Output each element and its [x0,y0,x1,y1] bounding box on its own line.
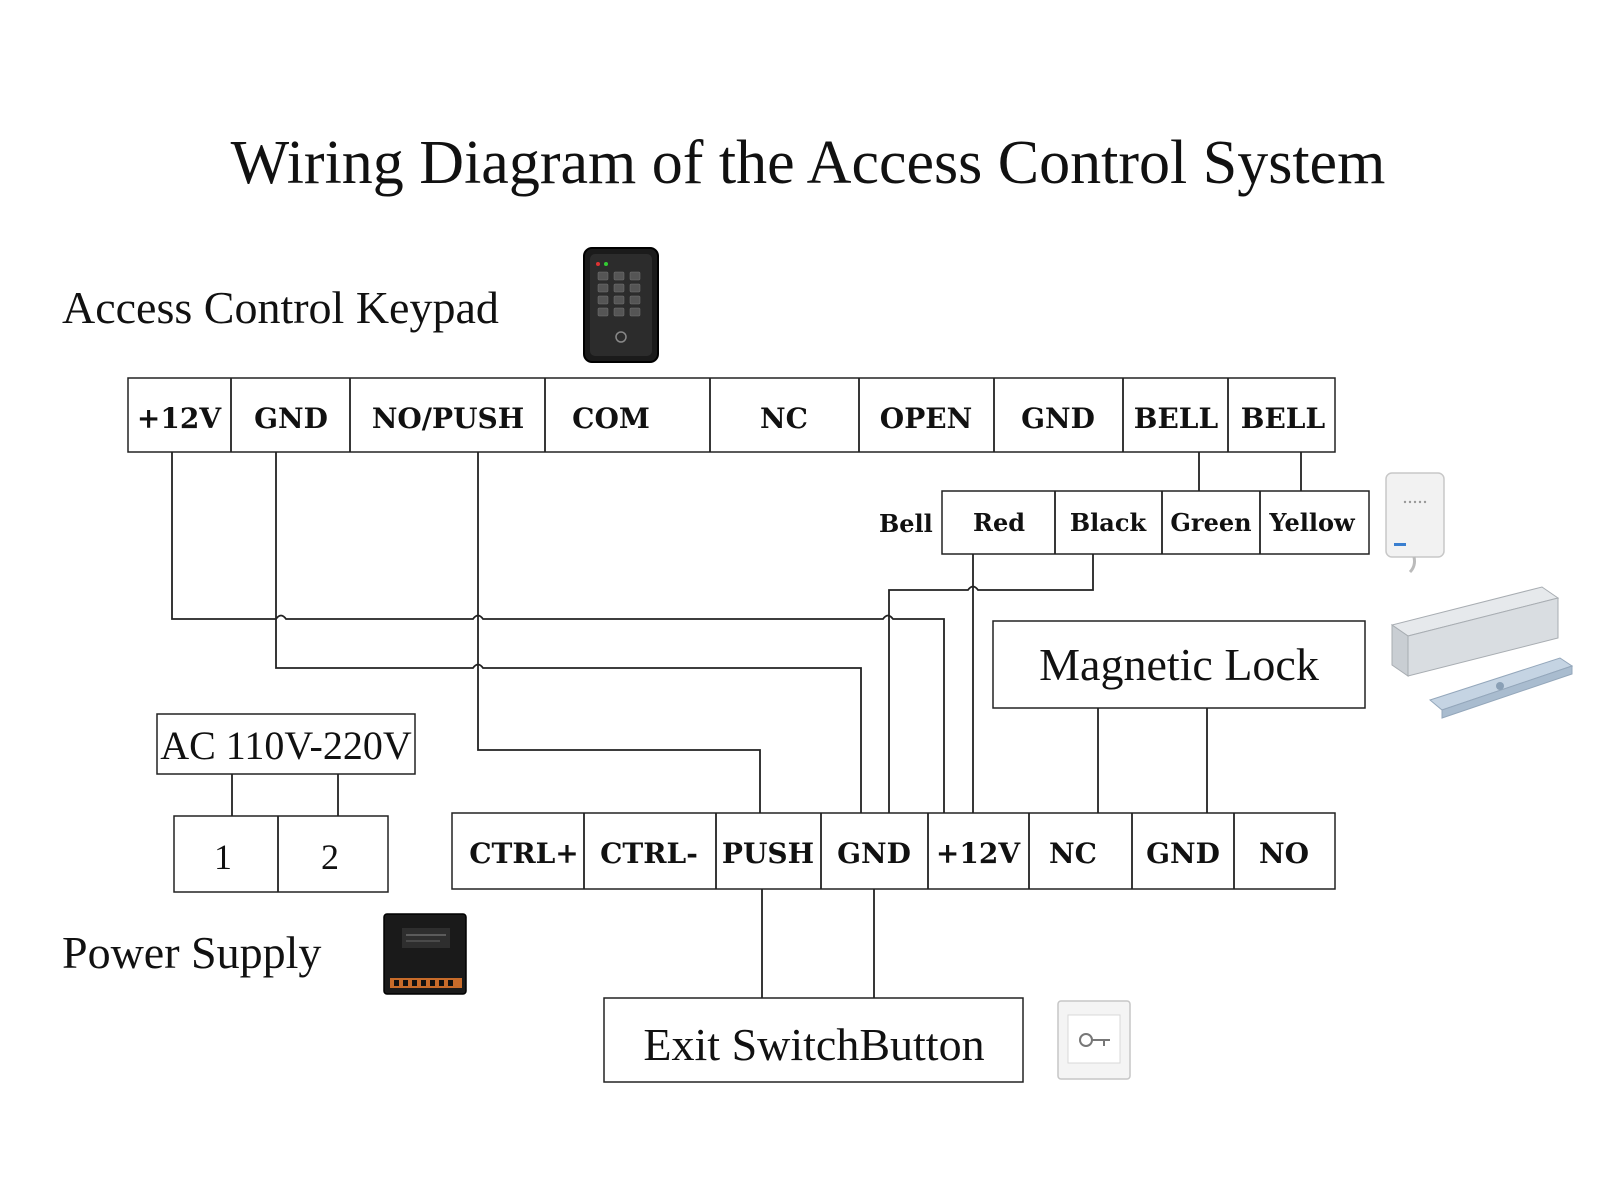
magnetic-lock-icon [1390,586,1574,719]
keypad-terminal-strip: +12V GND NO/PUSH COM NC OPEN GND BELL BE… [127,377,1336,453]
ac-input-box: AC 110V-220V [156,713,416,775]
power-supply-icon [383,913,467,995]
exit-button-icon [1057,1000,1131,1080]
keypad-terminal-12v: +12V [137,402,222,435]
keypad-terminal-gnd: GND [254,402,328,435]
bell-label: Bell [879,509,933,538]
keypad-device-icon [583,247,659,363]
ac-terminal-1: 1 [214,837,232,877]
keypad-terminal-com: COM [572,402,650,435]
ac-terminal-strip: 1 2 [173,815,389,893]
keypad-terminal-bell-1: BELL [1134,402,1219,435]
exit-button-label: Exit SwitchButton [643,1019,984,1070]
ps-terminal-gnd-2: GND [1146,837,1220,870]
power-supply-terminal-strip: CTRL+ CTRL- PUSH GND +12V NC GND NO [451,812,1336,890]
ps-terminal-gnd: GND [837,837,911,870]
power-supply-label: Power Supply [62,927,321,978]
ps-terminal-no: NO [1259,837,1309,870]
ac-input-label: AC 110V-220V [160,723,412,768]
exit-button-box: Exit SwitchButton [603,997,1024,1083]
ps-terminal-12v: +12V [936,837,1021,870]
keypad-terminal-gnd-2: GND [1021,402,1095,435]
magnetic-lock-label: Magnetic Lock [1039,639,1319,690]
keypad-terminal-bell-2: BELL [1241,402,1326,435]
ps-terminal-ctrl-minus: CTRL- [600,837,698,870]
bell-terminal-strip: Red Black Green Yellow [941,490,1370,555]
bell-terminal-black: Black [1070,508,1148,537]
keypad-label: Access Control Keypad [62,282,499,333]
ac-terminal-2: 2 [321,837,339,877]
keypad-terminal-open: OPEN [880,402,972,435]
wiring-lines [171,452,1302,998]
bell-terminal-yellow: Yellow [1268,508,1356,537]
keypad-terminal-no-push: NO/PUSH [372,402,524,435]
doorbell-icon [1385,472,1445,574]
diagram-title: Wiring Diagram of the Access Control Sys… [231,129,1386,197]
ps-terminal-nc: NC [1049,837,1097,870]
magnetic-lock-box: Magnetic Lock [992,620,1366,709]
bell-terminal-green: Green [1170,508,1251,537]
bell-terminal-red: Red [973,508,1025,537]
ps-terminal-push: PUSH [722,837,814,870]
ps-terminal-ctrl-plus: CTRL+ [469,837,579,870]
keypad-terminal-nc: NC [760,402,808,435]
